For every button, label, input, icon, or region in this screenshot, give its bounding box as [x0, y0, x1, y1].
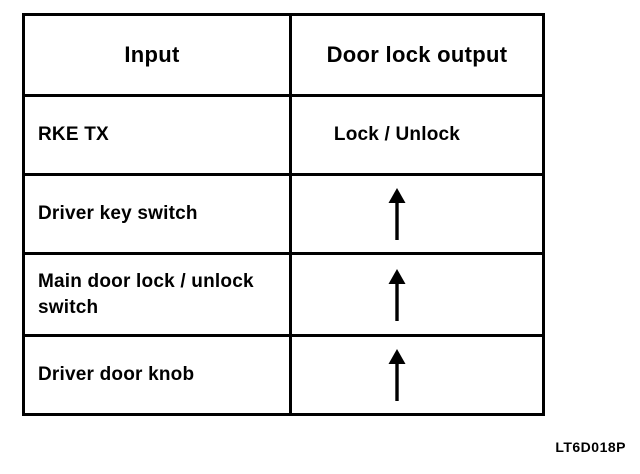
column-header-input: Input [25, 16, 292, 97]
up-arrow-icon [388, 268, 406, 321]
input-output-table: Input Door lock output RKE TX Lock / Unl… [22, 13, 545, 416]
column-header-output-label: Door lock output [326, 42, 508, 67]
table-cell-output-arrow [292, 176, 542, 255]
up-arrow-icon [388, 188, 406, 240]
table-cell-input-driver-key-switch: Driver key switch [25, 176, 292, 255]
table-cell-output-arrow [292, 337, 542, 413]
column-header-input-label: Input [124, 42, 180, 67]
input-label: Main door lock / unlock switch [38, 270, 254, 318]
output-label: Lock / Unlock [333, 124, 461, 145]
input-label: Driver key switch [38, 203, 198, 224]
column-header-door-lock-output: Door lock output [292, 16, 542, 97]
table-cell-input-driver-door-knob: Driver door knob [25, 337, 292, 413]
figure-code: LT6D018P [555, 439, 626, 455]
table-cell-output-lock-unlock: Lock / Unlock [292, 97, 542, 176]
table-cell-input-main-door-lock-unlock-switch: Main door lock / unlock switch [25, 255, 292, 337]
up-arrow-icon [388, 349, 406, 401]
input-label: RKE TX [38, 124, 109, 145]
input-label: Driver door knob [38, 364, 195, 385]
table-cell-input-rke-tx: RKE TX [25, 97, 292, 176]
table-cell-output-arrow [292, 255, 542, 337]
